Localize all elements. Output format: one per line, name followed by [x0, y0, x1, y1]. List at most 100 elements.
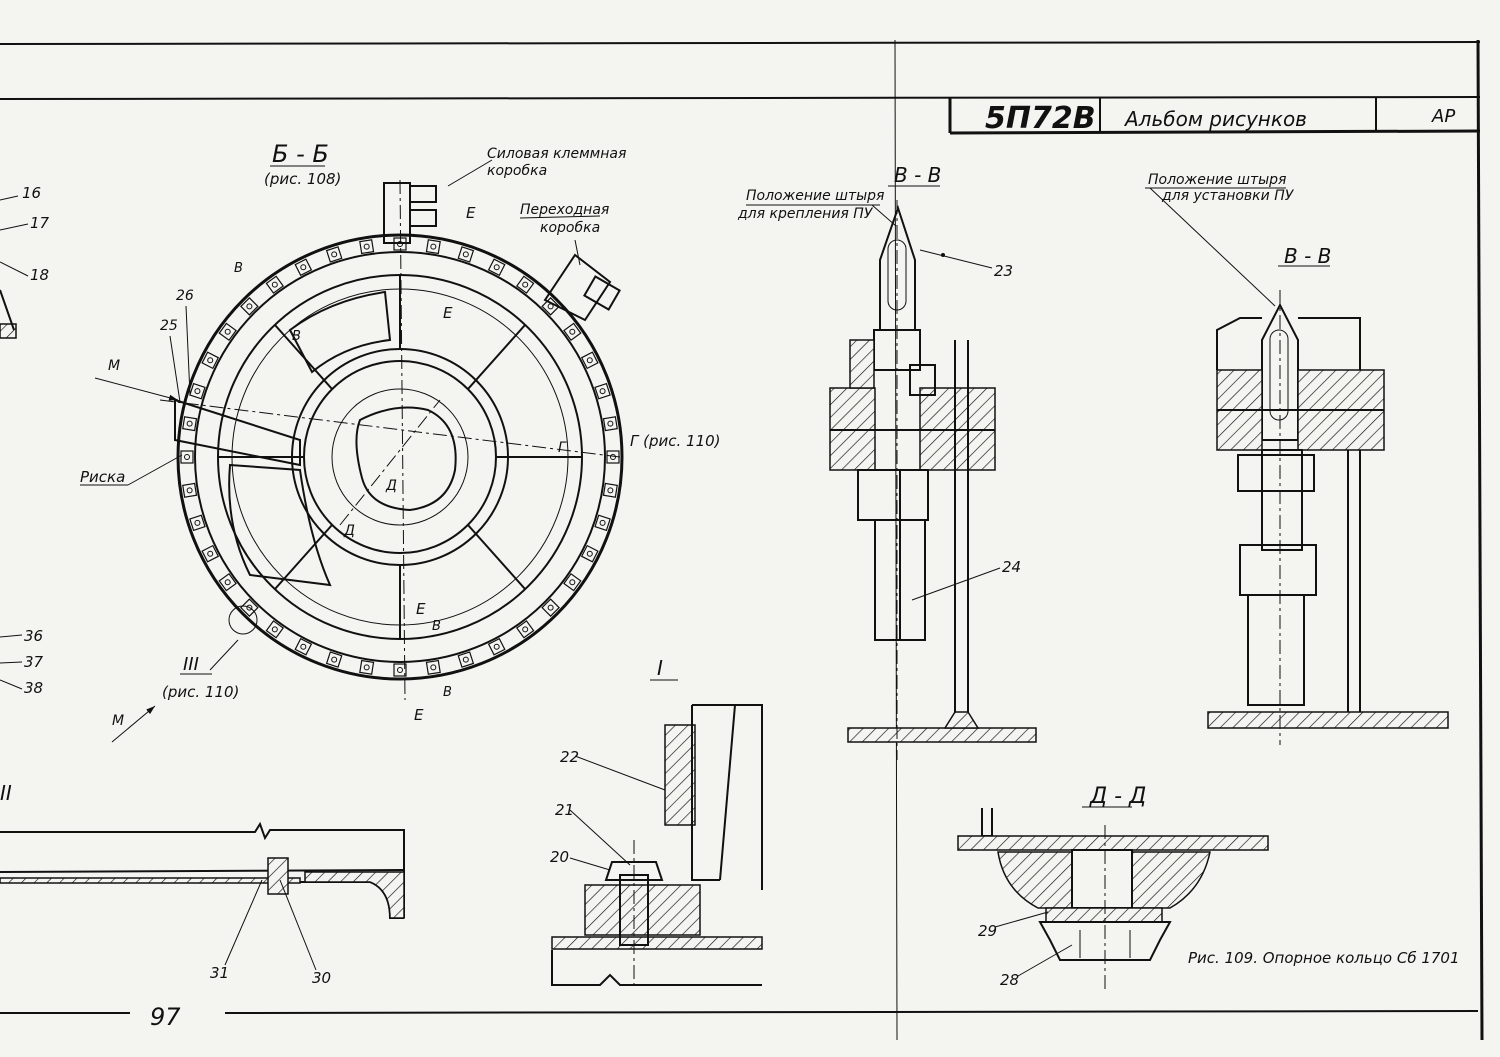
rim-bolt [569, 328, 576, 335]
rim-bolt-block [594, 514, 611, 532]
marker-e-1: Е [466, 204, 476, 222]
riska-label: Риска [80, 468, 125, 486]
rim-bolt [207, 357, 214, 364]
title-album: Альбом рисунков [1123, 107, 1307, 131]
section-bb-ring: Б - Б (рис. 108) [80, 140, 721, 743]
rim-bolt-block [457, 651, 475, 668]
title-block: 5П72В Альбом рисунков АР [948, 97, 1481, 136]
transition-box-label-2: коробка [540, 220, 600, 236]
transition-box-label-1: Переходная [520, 202, 609, 218]
page-number: 97 [150, 1003, 181, 1031]
rim-bolt-block [563, 572, 582, 592]
rim-bolt [607, 487, 614, 494]
rim-bolt-block [265, 620, 285, 639]
rim-bolt-block [359, 659, 375, 675]
rim-bolt-block [487, 637, 506, 656]
callout-38: 38 [24, 679, 43, 697]
rim-bolt [271, 626, 278, 633]
callout-36: 36 [24, 627, 43, 645]
rim-bolt-block [457, 246, 475, 263]
rim-bolt-block [189, 382, 206, 400]
marker-v-3: В [432, 619, 441, 634]
detail-i-title: I [657, 656, 663, 680]
rim-bolt [184, 454, 190, 460]
rim-bolt [586, 550, 593, 557]
callout-17: 17 [30, 214, 50, 232]
rim-bolt-block [182, 416, 198, 432]
rim-bolt [493, 264, 500, 271]
rim-bolt-block [594, 382, 611, 400]
iii-label: III [183, 654, 199, 675]
rim-bolt [363, 243, 370, 250]
rim-bolt [462, 656, 469, 663]
rim-bolt-block [189, 514, 206, 532]
section-vv-right: В - В Положение штыря для установки ПУ [1145, 172, 1449, 745]
rim-bolt [300, 643, 307, 650]
detail-ii: II 31 30 97 [0, 781, 405, 1031]
rim-bolt-block [393, 663, 407, 677]
callout-37: 37 [24, 653, 44, 671]
section-dd: Д - Д 29 28 Рис. 109. Опорное кольцо Сб … [957, 784, 1460, 990]
rim-bolt [224, 328, 231, 335]
rim-bolt [586, 357, 593, 364]
marker-e-4: Е [414, 706, 424, 724]
rim-bolt [397, 667, 403, 673]
marker-e-2: Е [443, 304, 453, 322]
rim-bolt [194, 519, 201, 526]
dd-title: Д - Д [1089, 784, 1146, 809]
title-code: 5П72В [985, 101, 1096, 136]
rim-bolt [493, 643, 500, 650]
rim-bolt [363, 664, 370, 671]
rim-bolt-block [218, 572, 237, 592]
rim-bolt [607, 420, 614, 427]
bb-title: Б - Б [272, 140, 329, 168]
rim-bolt-block [180, 450, 194, 464]
rim-bolt [246, 604, 253, 611]
rim-bolt [331, 251, 338, 258]
rim-bolt [331, 656, 338, 663]
rim-bolt-block [515, 275, 535, 294]
rim-bolt-block [218, 322, 237, 342]
rim-bolt-block [541, 598, 560, 617]
callout-30: 30 [312, 969, 331, 987]
marker-m-bottom: М [112, 713, 124, 729]
callout-28: 28 [1000, 971, 1019, 989]
rim-bolt [462, 251, 469, 258]
rim-bolt-block [580, 351, 599, 370]
rim-bolt [547, 604, 554, 611]
marker-v-2: В [292, 329, 301, 344]
pin-install-note-1: Положение штыря [1148, 172, 1286, 188]
rim-bolt [430, 664, 437, 671]
marker-d-2: Д [343, 523, 355, 539]
iii-ref-label: (рис. 110) [162, 683, 239, 701]
marker-v-1: В [234, 261, 243, 276]
rim-bolt-block [541, 297, 560, 316]
rim-bolt [271, 281, 278, 288]
sheet-frame [0, 39, 1484, 1041]
rim-bolt-block [294, 637, 313, 656]
marker-d-1: Д [385, 478, 397, 494]
title-mark: АР [1431, 106, 1455, 127]
rim-bolt [207, 550, 214, 557]
rim-bolt-block [563, 322, 582, 342]
rim-bolt [186, 487, 193, 494]
rim-bolt-block [425, 659, 441, 675]
rim-bolt-block [294, 258, 313, 277]
rim-bolt-block [602, 482, 618, 498]
rim-blocks [180, 237, 620, 677]
pin-fix-note-2: для крепления ПУ [737, 206, 874, 222]
rim-bolt [522, 626, 529, 633]
rim-bolt-block [265, 275, 285, 294]
g-ref-label: Г (рис. 110) [630, 432, 721, 450]
vv-left-title: В - В [894, 163, 941, 187]
figure-caption: Рис. 109. Опорное кольцо Сб 1701 [1188, 949, 1460, 967]
callout-26: 26 [176, 288, 194, 304]
callout-31: 31 [210, 964, 229, 982]
rim-bolt [569, 579, 576, 586]
vv-right-title: В - В [1284, 244, 1331, 268]
rim-bolt-block [201, 351, 220, 370]
rim-bolt-block [240, 297, 259, 316]
left-partial-view: 16 17 18 36 37 38 [0, 184, 50, 697]
rim-bolt-block [602, 416, 618, 432]
